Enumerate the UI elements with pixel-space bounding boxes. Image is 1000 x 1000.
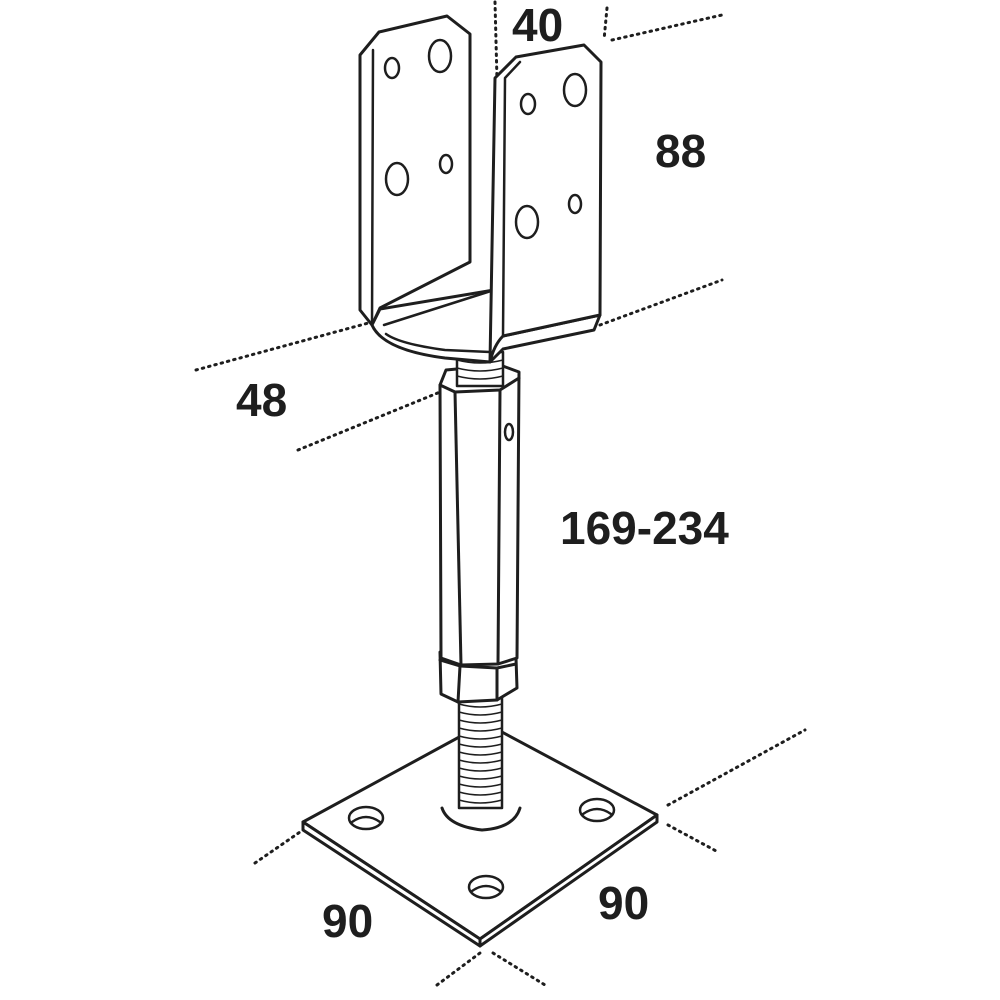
bracket-holes bbox=[383, 38, 588, 240]
u-bracket bbox=[358, 14, 603, 364]
bracket-hole bbox=[384, 161, 410, 197]
base-plate bbox=[301, 721, 659, 948]
bracket-hole bbox=[438, 153, 454, 175]
dimension-adjustable-height: 169-234 bbox=[560, 502, 729, 554]
bracket-hole bbox=[567, 193, 583, 215]
base-plate-holes bbox=[347, 797, 616, 900]
bracket-hole bbox=[514, 204, 540, 240]
hex-tube bbox=[438, 363, 521, 667]
threaded-rod bbox=[457, 694, 504, 810]
dimension-base-width-left: 90 bbox=[322, 895, 374, 947]
tube-hole bbox=[503, 422, 515, 442]
weld-seam bbox=[440, 806, 522, 832]
dimension-stem-width: 48 bbox=[236, 374, 288, 426]
bracket-hole bbox=[383, 56, 401, 80]
bracket-front-plate bbox=[488, 43, 603, 364]
dimension-top-width: 40 bbox=[512, 0, 564, 51]
dimension-base-width-right: 90 bbox=[598, 877, 650, 929]
bracket-hole bbox=[519, 92, 537, 116]
bracket-hole bbox=[427, 38, 453, 74]
bracket-hole bbox=[562, 72, 588, 108]
bracket-back-plate bbox=[358, 14, 472, 327]
dimension-lines bbox=[194, 0, 807, 987]
dimension-bracket-height: 88 bbox=[655, 125, 707, 177]
